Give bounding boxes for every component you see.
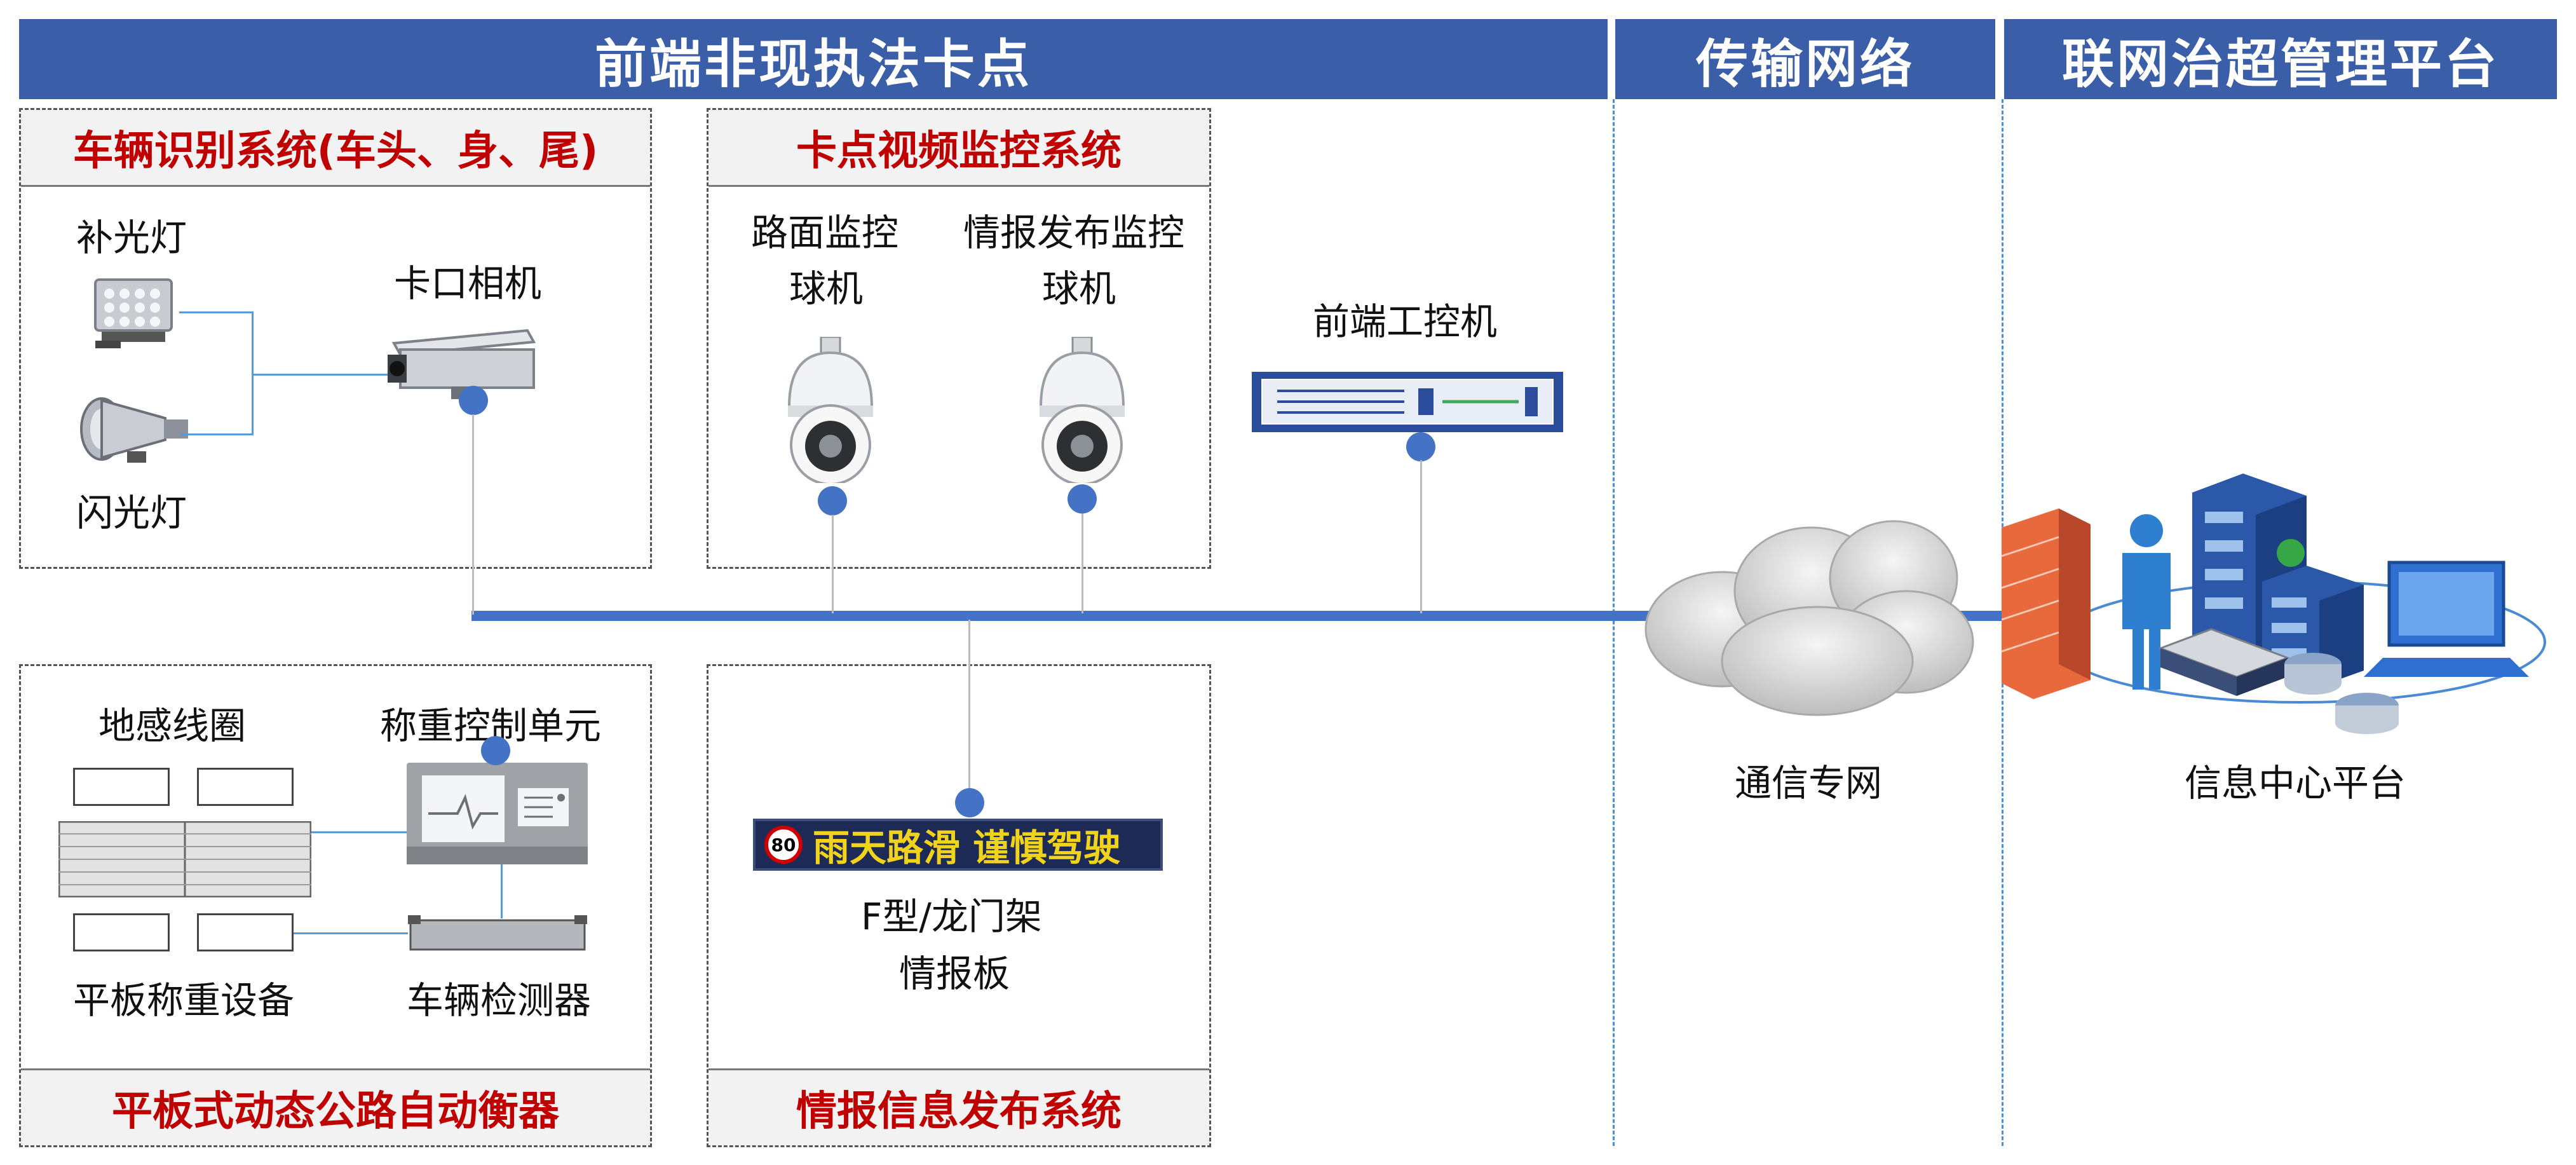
- vms-sign: 80 雨天路滑 谨慎驾驶: [753, 819, 1163, 871]
- box-vehicle-identification: 车辆识别系统(车头、身、尾): [19, 108, 652, 569]
- bus-line: [471, 611, 2016, 621]
- connector-loop-detector: [294, 932, 408, 934]
- info-dome-camera-icon: [1039, 337, 1125, 483]
- box-video-monitoring: 卡点视频监控系统: [707, 108, 1211, 569]
- info-dome-node-dot: [1068, 484, 1097, 514]
- separator-network: [1613, 99, 1615, 1146]
- label-vms-line1: F型/龙门架: [861, 895, 1042, 938]
- vms-node-dot: [955, 788, 984, 817]
- firewall-icon: [2002, 508, 2091, 699]
- header-platform: 联网治超管理平台: [2004, 19, 2557, 99]
- connector-lights-vertical: [252, 311, 254, 435]
- road-dome-camera-icon: [787, 337, 874, 483]
- label-detector: 车辆检测器: [407, 979, 592, 1022]
- server-icon: [2192, 473, 2364, 686]
- label-info-dome-line1: 情报发布监控: [963, 211, 1185, 254]
- switch-icon: [2157, 628, 2291, 696]
- camera-icon: [388, 329, 536, 399]
- loop-coil-4: [197, 913, 294, 951]
- connector-flash-light: [179, 433, 252, 435]
- label-info-center: 信息中心平台: [2185, 761, 2406, 805]
- loop-coil-3: [73, 913, 170, 951]
- label-flash-light: 闪光灯: [76, 491, 187, 535]
- storage-icon: [2284, 653, 2399, 734]
- fill-light-icon: [94, 278, 173, 348]
- connector-ctrl-detector: [501, 864, 503, 918]
- label-vms-line2: 情报板: [899, 952, 1010, 995]
- user-icon: [2122, 514, 2171, 690]
- vms-message: 雨天路滑 谨慎驾驶: [813, 826, 1121, 869]
- plate-scale-icon: [58, 821, 311, 897]
- label-fill-light: 补光灯: [76, 216, 187, 259]
- ipc-node-dot: [1406, 432, 1435, 461]
- connector-lights-camera: [252, 374, 391, 376]
- monitor-icon: [2364, 561, 2529, 677]
- label-ipc: 前端工控机: [1313, 300, 1498, 343]
- connector-fill-light: [179, 311, 252, 313]
- info-dome-drop-line: [1081, 514, 1083, 613]
- label-info-dome-line2: 球机: [1042, 267, 1116, 310]
- connector-scale-ctrl: [311, 831, 407, 833]
- box-info-publishing: 情报信息发布系统: [707, 664, 1211, 1147]
- vehicle-detector-icon: [408, 915, 587, 951]
- loop-coil-2: [197, 768, 294, 806]
- road-dome-node-dot: [818, 486, 847, 515]
- label-road-dome-line2: 球机: [789, 267, 864, 310]
- vms-drop-line: [968, 620, 970, 804]
- box-title-info-publishing: 情报信息发布系统: [708, 1068, 1209, 1145]
- label-network: 通信专网: [1735, 761, 1883, 805]
- box-title-video-monitoring: 卡点视频监控系统: [708, 110, 1209, 187]
- label-plate-scale: 平板称重设备: [73, 979, 295, 1022]
- label-loop: 地感线圈: [98, 704, 247, 747]
- label-camera: 卡口相机: [394, 262, 542, 305]
- weigh-controller-icon: [407, 763, 588, 864]
- loop-coil-1: [73, 768, 170, 806]
- speed-limit-icon: 80: [764, 826, 803, 864]
- box-weighing: 平板式动态公路自动衡器: [19, 664, 652, 1147]
- flash-light-icon: [80, 397, 188, 463]
- header-frontend: 前端非现执法卡点: [19, 19, 1608, 99]
- road-dome-drop-line: [832, 515, 834, 613]
- box-title-weighing: 平板式动态公路自动衡器: [21, 1068, 650, 1145]
- ipc-icon: [1252, 372, 1563, 432]
- header-network: 传输网络: [1615, 19, 1995, 99]
- box-title-vehicle-identification: 车辆识别系统(车头、身、尾): [21, 110, 650, 187]
- weigh-ctrl-node-dot: [481, 736, 510, 765]
- label-road-dome-line1: 路面监控: [751, 211, 899, 254]
- camera-drop-line: [472, 414, 474, 615]
- info-center-icon: [2002, 473, 2546, 734]
- cloud-icon: [1644, 520, 1974, 716]
- camera-node-dot: [459, 386, 488, 415]
- ipc-drop-line: [1420, 460, 1422, 613]
